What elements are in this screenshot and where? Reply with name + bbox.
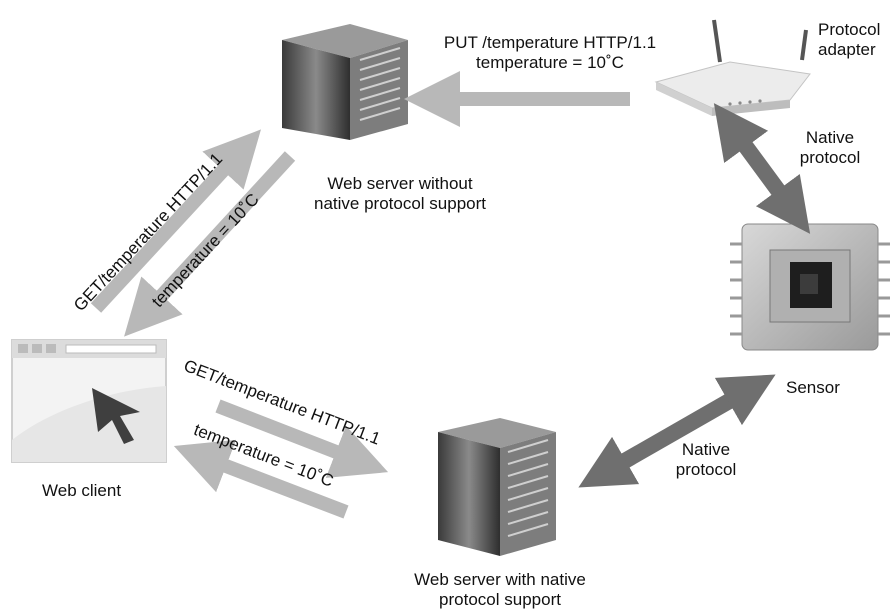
native-protocol-top-line2: protocol bbox=[799, 148, 861, 167]
web-client-label: Web client bbox=[42, 481, 122, 500]
web-server-bottom-line2: protocol support bbox=[439, 590, 561, 609]
web-server-bottom-line1: Web server with native bbox=[414, 570, 586, 589]
arrow-bottom-server-to-client bbox=[173, 439, 349, 519]
native-protocol-bottom-label: Native protocol bbox=[666, 440, 746, 480]
web-client-browser-icon bbox=[11, 339, 167, 463]
web-server-top-label: Web server without native protocol suppo… bbox=[290, 174, 510, 214]
put-request-label: PUT /temperature HTTP/1.1 temperature = … bbox=[410, 33, 690, 73]
sensor-chip-icon bbox=[730, 223, 890, 351]
web-server-bottom-icon bbox=[438, 418, 556, 556]
native-protocol-top-label: Native protocol bbox=[790, 128, 870, 168]
sensor-label: Sensor bbox=[786, 378, 840, 397]
native-protocol-bottom-line2: protocol bbox=[675, 460, 737, 479]
put-temperature-line: temperature = 10˚C bbox=[476, 53, 624, 72]
web-server-top-line2: native protocol support bbox=[314, 194, 486, 213]
arrow-sensor-bottom-server bbox=[578, 374, 776, 488]
protocol-adapter-line1: Protocol bbox=[818, 20, 881, 39]
arrow-top-server-to-client bbox=[124, 151, 296, 337]
web-server-top-icon bbox=[282, 24, 408, 140]
put-request-line: PUT /temperature HTTP/1.1 bbox=[443, 33, 657, 52]
arrow-adapter-sensor bbox=[713, 103, 811, 234]
protocol-adapter-line2: adapter bbox=[818, 40, 876, 59]
web-server-bottom-label: Web server with native protocol support bbox=[380, 570, 620, 610]
native-protocol-bottom-line1: Native bbox=[681, 440, 731, 459]
arrow-client-to-top-server bbox=[90, 129, 262, 313]
web-server-top-line1: Web server without bbox=[327, 174, 473, 193]
protocol-adapter-label: Protocol adapter bbox=[818, 20, 880, 60]
arrow-client-to-bottom-server bbox=[215, 399, 389, 478]
native-protocol-top-line1: Native bbox=[805, 128, 855, 147]
